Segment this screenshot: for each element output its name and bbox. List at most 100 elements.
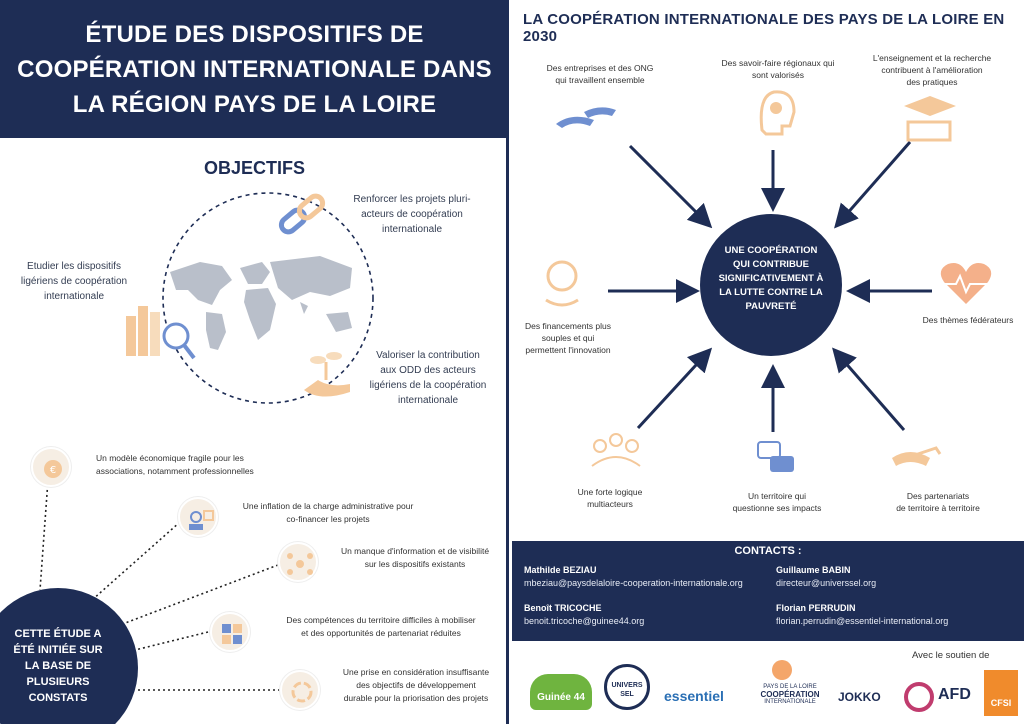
contact-email[interactable]: florian.perrudin@essentiel-international… — [776, 616, 949, 626]
objectif-valoriser-line: ligériens de la coopération — [369, 380, 487, 391]
constats-circle-line: LA BASE DE — [24, 660, 92, 672]
constat-5: Une prise en considération insuffisante … — [334, 666, 498, 705]
constats-circle-line: CETTE ÉTUDE A — [14, 628, 102, 640]
objectif-valoriser: Valoriser la contribution aux ODD des ac… — [358, 348, 498, 408]
constat-5-line: durable pour la priorisation des projets — [343, 693, 489, 703]
constat-5-line: Une prise en considération insuffisante — [342, 667, 490, 677]
constats-circle-line: CONSTATS — [28, 692, 88, 704]
logo-pdl-line: COOPÉRATION — [760, 690, 820, 699]
title-line-1: ÉTUDE DES DISPOSITIFS DE — [85, 20, 424, 48]
label-line: sont valorisés — [752, 70, 804, 80]
contact-email[interactable]: mbeziau@paysdelaloire-cooperation-intern… — [524, 578, 743, 588]
constats-connectors — [39, 479, 280, 691]
center-goal-line: UNE COOPÉRATION — [724, 245, 818, 256]
label-themes: Des thèmes fédérateurs — [914, 314, 1022, 326]
constats-circle-line: ÉTÉ INITIÉE SUR — [13, 644, 103, 656]
contact-name: Benoît TRICOCHE — [524, 603, 602, 613]
puzzle-icon — [210, 612, 250, 652]
label-line: souples et qui — [541, 333, 595, 343]
logo-universel-text: UNIVERS SEL — [611, 682, 643, 698]
left-panel: ÉTUDE DES DISPOSITIFS DE COOPÉRATION INT… — [0, 0, 509, 724]
center-goal-line: QUI CONTRIBUE — [733, 259, 809, 270]
objectif-valoriser-line: Valoriser la contribution — [376, 350, 480, 361]
label-line: Une forte logique — [577, 487, 643, 497]
objectif-valoriser-line: internationale — [397, 395, 459, 406]
label-line: de territoire à territoire — [896, 503, 980, 513]
title-line-2: COOPÉRATION INTERNATIONALE DANS — [17, 55, 492, 83]
label-financements: Des financements plus souples et qui per… — [516, 320, 620, 356]
constat-3-line: sur les dispositifs existants — [364, 559, 466, 569]
label-line: Des partenariats — [906, 491, 970, 501]
svg-text:€: € — [50, 465, 56, 476]
logo-pdl-line: INTERNATIONALE — [764, 699, 816, 705]
graduation-book-icon — [904, 96, 956, 142]
title-line-3: LA RÉGION PAYS DE LA LOIRE — [72, 90, 437, 118]
constat-1-line: associations, notamment professionnelles — [96, 466, 254, 476]
logo-afd: AFD — [938, 686, 971, 703]
constat-1-line: Un modèle économique fragile pour les — [96, 453, 244, 463]
contacts-title: CONTACTS : — [734, 545, 802, 557]
hand-plant-icon — [304, 352, 350, 397]
administration-icon — [178, 497, 218, 537]
contact-name: Florian PERRUDIN — [776, 603, 856, 613]
handshake-icon — [892, 446, 942, 466]
objectifs-title: OBJECTIFS — [203, 158, 305, 178]
center-goal-line: SIGNIFICATIVEMENT À — [718, 273, 824, 284]
label-line: Des savoir-faire régionaux qui — [721, 58, 835, 68]
center-goal-line: PAUVRETÉ — [745, 301, 797, 312]
objectif-renforcer-line: Renforcer les projets pluri- — [353, 194, 471, 205]
label-line: Des financements plus — [525, 321, 611, 331]
logo-guinee44-text: Guinée 44 — [537, 692, 585, 703]
people-group-icon — [591, 433, 641, 467]
center-goal-circle: UNE COOPÉRATION QUI CONTRIBUE SIGNIFICAT… — [700, 214, 842, 356]
right-title: LA COOPÉRATION INTERNATIONALE DES PAYS D… — [523, 11, 1005, 45]
contact-name: Guillaume BABIN — [776, 565, 851, 575]
network-icon — [278, 542, 318, 582]
objectif-etudier-line: internationale — [43, 291, 105, 302]
diagram-arrows — [608, 141, 932, 432]
label-line: des pratiques — [906, 77, 958, 87]
logo-cfsi: CFSI — [984, 670, 1018, 716]
heart-pulse-icon — [940, 263, 992, 304]
logo-universel: UNIVERS SEL — [604, 664, 650, 710]
contact-email[interactable]: directeur@universsel.org — [776, 578, 877, 588]
label-line: L'enseignement et la recherche — [872, 53, 992, 63]
label-multiacteurs: Une forte logique multiacteurs — [560, 486, 660, 510]
lightbulb-head-icon — [759, 90, 796, 136]
label-line: Des thèmes fédérateurs — [922, 315, 1014, 325]
constat-2: Une inflation de la charge administrativ… — [228, 500, 428, 526]
constat-1: Un modèle économique fragile pour les as… — [96, 452, 254, 478]
books-magnifier-icon — [126, 306, 196, 360]
logo-cfsi-text: CFSI — [990, 698, 1012, 708]
label-enseignement: L'enseignement et la recherche contribue… — [866, 52, 998, 88]
objectif-etudier-line: ligériens de coopération — [20, 276, 128, 287]
objectif-renforcer-line: internationale — [381, 224, 443, 235]
constat-4-line: Des compétences du territoire difficiles… — [286, 615, 476, 625]
constat-2-line: Une inflation de la charge administrativ… — [242, 501, 414, 511]
chain-link-icon — [278, 193, 326, 235]
constat-3: Un manque d'information et de visibilité… — [330, 545, 500, 571]
left-title-banner: ÉTUDE DES DISPOSITIFS DE COOPÉRATION INT… — [0, 0, 509, 138]
logo-pdl-mark — [772, 660, 792, 680]
label-line: multiacteurs — [587, 499, 633, 509]
label-partenariats: Des partenariats de territoire à territo… — [878, 490, 998, 514]
logo-essentiel: essentiel — [664, 688, 724, 704]
label-line: contribuent à l'amélioration — [881, 65, 983, 75]
speech-bubbles-icon — [757, 441, 794, 472]
logo-jokko: JOKKO — [838, 690, 881, 704]
label-line: Un territoire qui — [747, 491, 807, 501]
center-goal-line: LA LUTTE CONTRE LA — [719, 287, 823, 298]
recycle-icon — [280, 670, 320, 710]
constats-circle-line: PLUSIEURS — [26, 676, 90, 688]
objectif-renforcer: Renforcer les projets pluri- acteurs de … — [344, 192, 480, 237]
objectif-etudier-line: Etudier les dispositifs — [27, 261, 121, 272]
contact-name: Mathilde BEZIAU — [524, 565, 597, 575]
logo-afd-mark — [904, 682, 934, 712]
contact-email[interactable]: benoit.tricoche@guinee44.org — [524, 616, 645, 626]
constat-3-line: Un manque d'information et de visibilité — [340, 546, 490, 556]
label-savoirfaire: Des savoir-faire régionaux qui sont valo… — [708, 57, 848, 81]
objectif-renforcer-line: acteurs de coopération — [361, 209, 463, 220]
contacts-section: CONTACTS : Mathilde BEZIAU mbeziau@paysd… — [512, 541, 1024, 641]
objectifs-graphic — [39, 192, 374, 691]
lightbulb-hand-icon — [545, 260, 579, 307]
